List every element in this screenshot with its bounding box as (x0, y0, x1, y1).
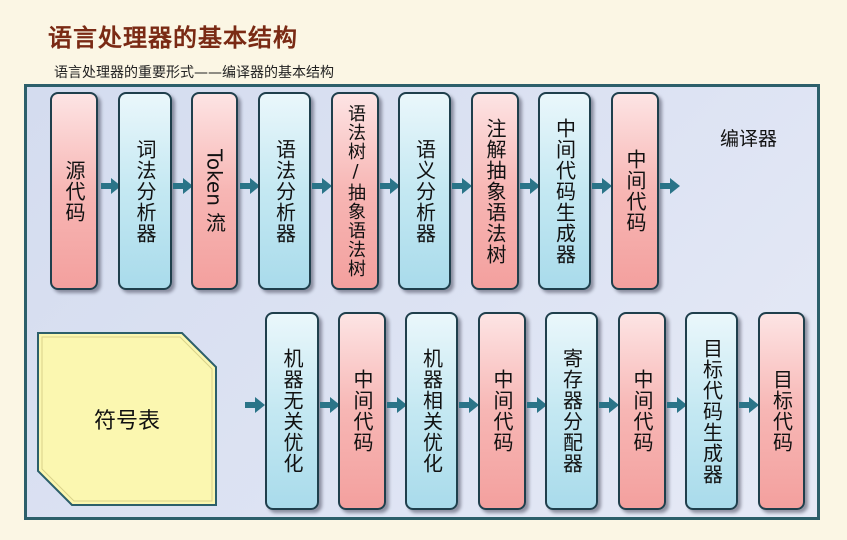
arrow-icon (240, 178, 260, 194)
arrow-icon (660, 178, 680, 194)
arrow-icon (312, 178, 332, 194)
node-label: 机器无关优化 (280, 348, 304, 474)
node-label: 寄存器分配器 (559, 348, 584, 474)
node-ir-generator: 中间代码生成器 (538, 92, 591, 290)
arrow-icon (599, 397, 619, 413)
node-label: 中间代码 (623, 149, 647, 233)
symbol-table-label: 符号表 (93, 409, 160, 434)
node-label: 目标代码生成器 (699, 337, 724, 485)
node-syntax-tree: 语法树/抽象语法树 (331, 92, 379, 290)
node-label: 语法树/抽象语法树 (345, 104, 366, 278)
arrow-icon (320, 397, 340, 413)
node-label: 机器相关优化 (419, 348, 444, 474)
node-machine-independent-opt: 机器无关优化 (265, 312, 319, 510)
arrow-icon (667, 397, 687, 413)
node-intermediate-code-4: 中间代码 (618, 312, 666, 510)
node-label: 目标代码 (769, 369, 794, 453)
node-token-stream: Token 流 (191, 92, 238, 290)
arrow-icon (459, 397, 479, 413)
arrow-icon (527, 397, 547, 413)
node-annotated-ast: 注解抽象语法树 (471, 92, 519, 290)
arrow-icon (592, 178, 612, 194)
node-intermediate-code: 中间代码 (611, 92, 659, 290)
node-target-code-generator: 目标代码生成器 (685, 312, 738, 510)
node-target-code: 目标代码 (758, 312, 805, 510)
arrow-icon (173, 178, 193, 194)
node-parser: 语法分析器 (258, 92, 311, 290)
node-label: 中间代码 (350, 369, 374, 453)
node-source-code: 源代码 (50, 92, 98, 290)
node-register-allocator: 寄存器分配器 (545, 312, 598, 510)
arrow-icon (520, 178, 540, 194)
compiler-label: 编译器 (720, 128, 778, 150)
symbol-table: 符号表 (36, 331, 218, 507)
page-title: 语言处理器的基本结构 (48, 24, 298, 52)
page-subtitle: 语言处理器的重要形式——编译器的基本结构 (54, 65, 334, 81)
arrow-icon (245, 397, 265, 413)
node-label: 词法分析器 (133, 138, 157, 244)
node-label: 中间代码 (630, 369, 654, 453)
node-intermediate-code-3: 中间代码 (478, 312, 526, 510)
node-label: 源代码 (62, 159, 86, 223)
node-machine-dependent-opt: 机器相关优化 (405, 312, 458, 510)
node-intermediate-code-2: 中间代码 (338, 312, 386, 510)
node-label: 中间代码生成器 (552, 117, 577, 265)
symbol-table-shape (37, 332, 217, 506)
node-label: 中间代码 (490, 369, 514, 453)
node-lexer: 词法分析器 (118, 92, 172, 290)
arrow-icon (101, 178, 121, 194)
arrow-icon (380, 178, 400, 194)
arrow-icon (387, 397, 407, 413)
node-label: 语义分析器 (412, 138, 437, 244)
node-label: Token 流 (202, 149, 227, 233)
node-semantic-analyzer: 语义分析器 (398, 92, 451, 290)
arrow-icon (739, 397, 759, 413)
node-label: 注解抽象语法树 (483, 117, 507, 265)
arrow-icon (452, 178, 472, 194)
node-label: 语法分析器 (272, 138, 297, 244)
